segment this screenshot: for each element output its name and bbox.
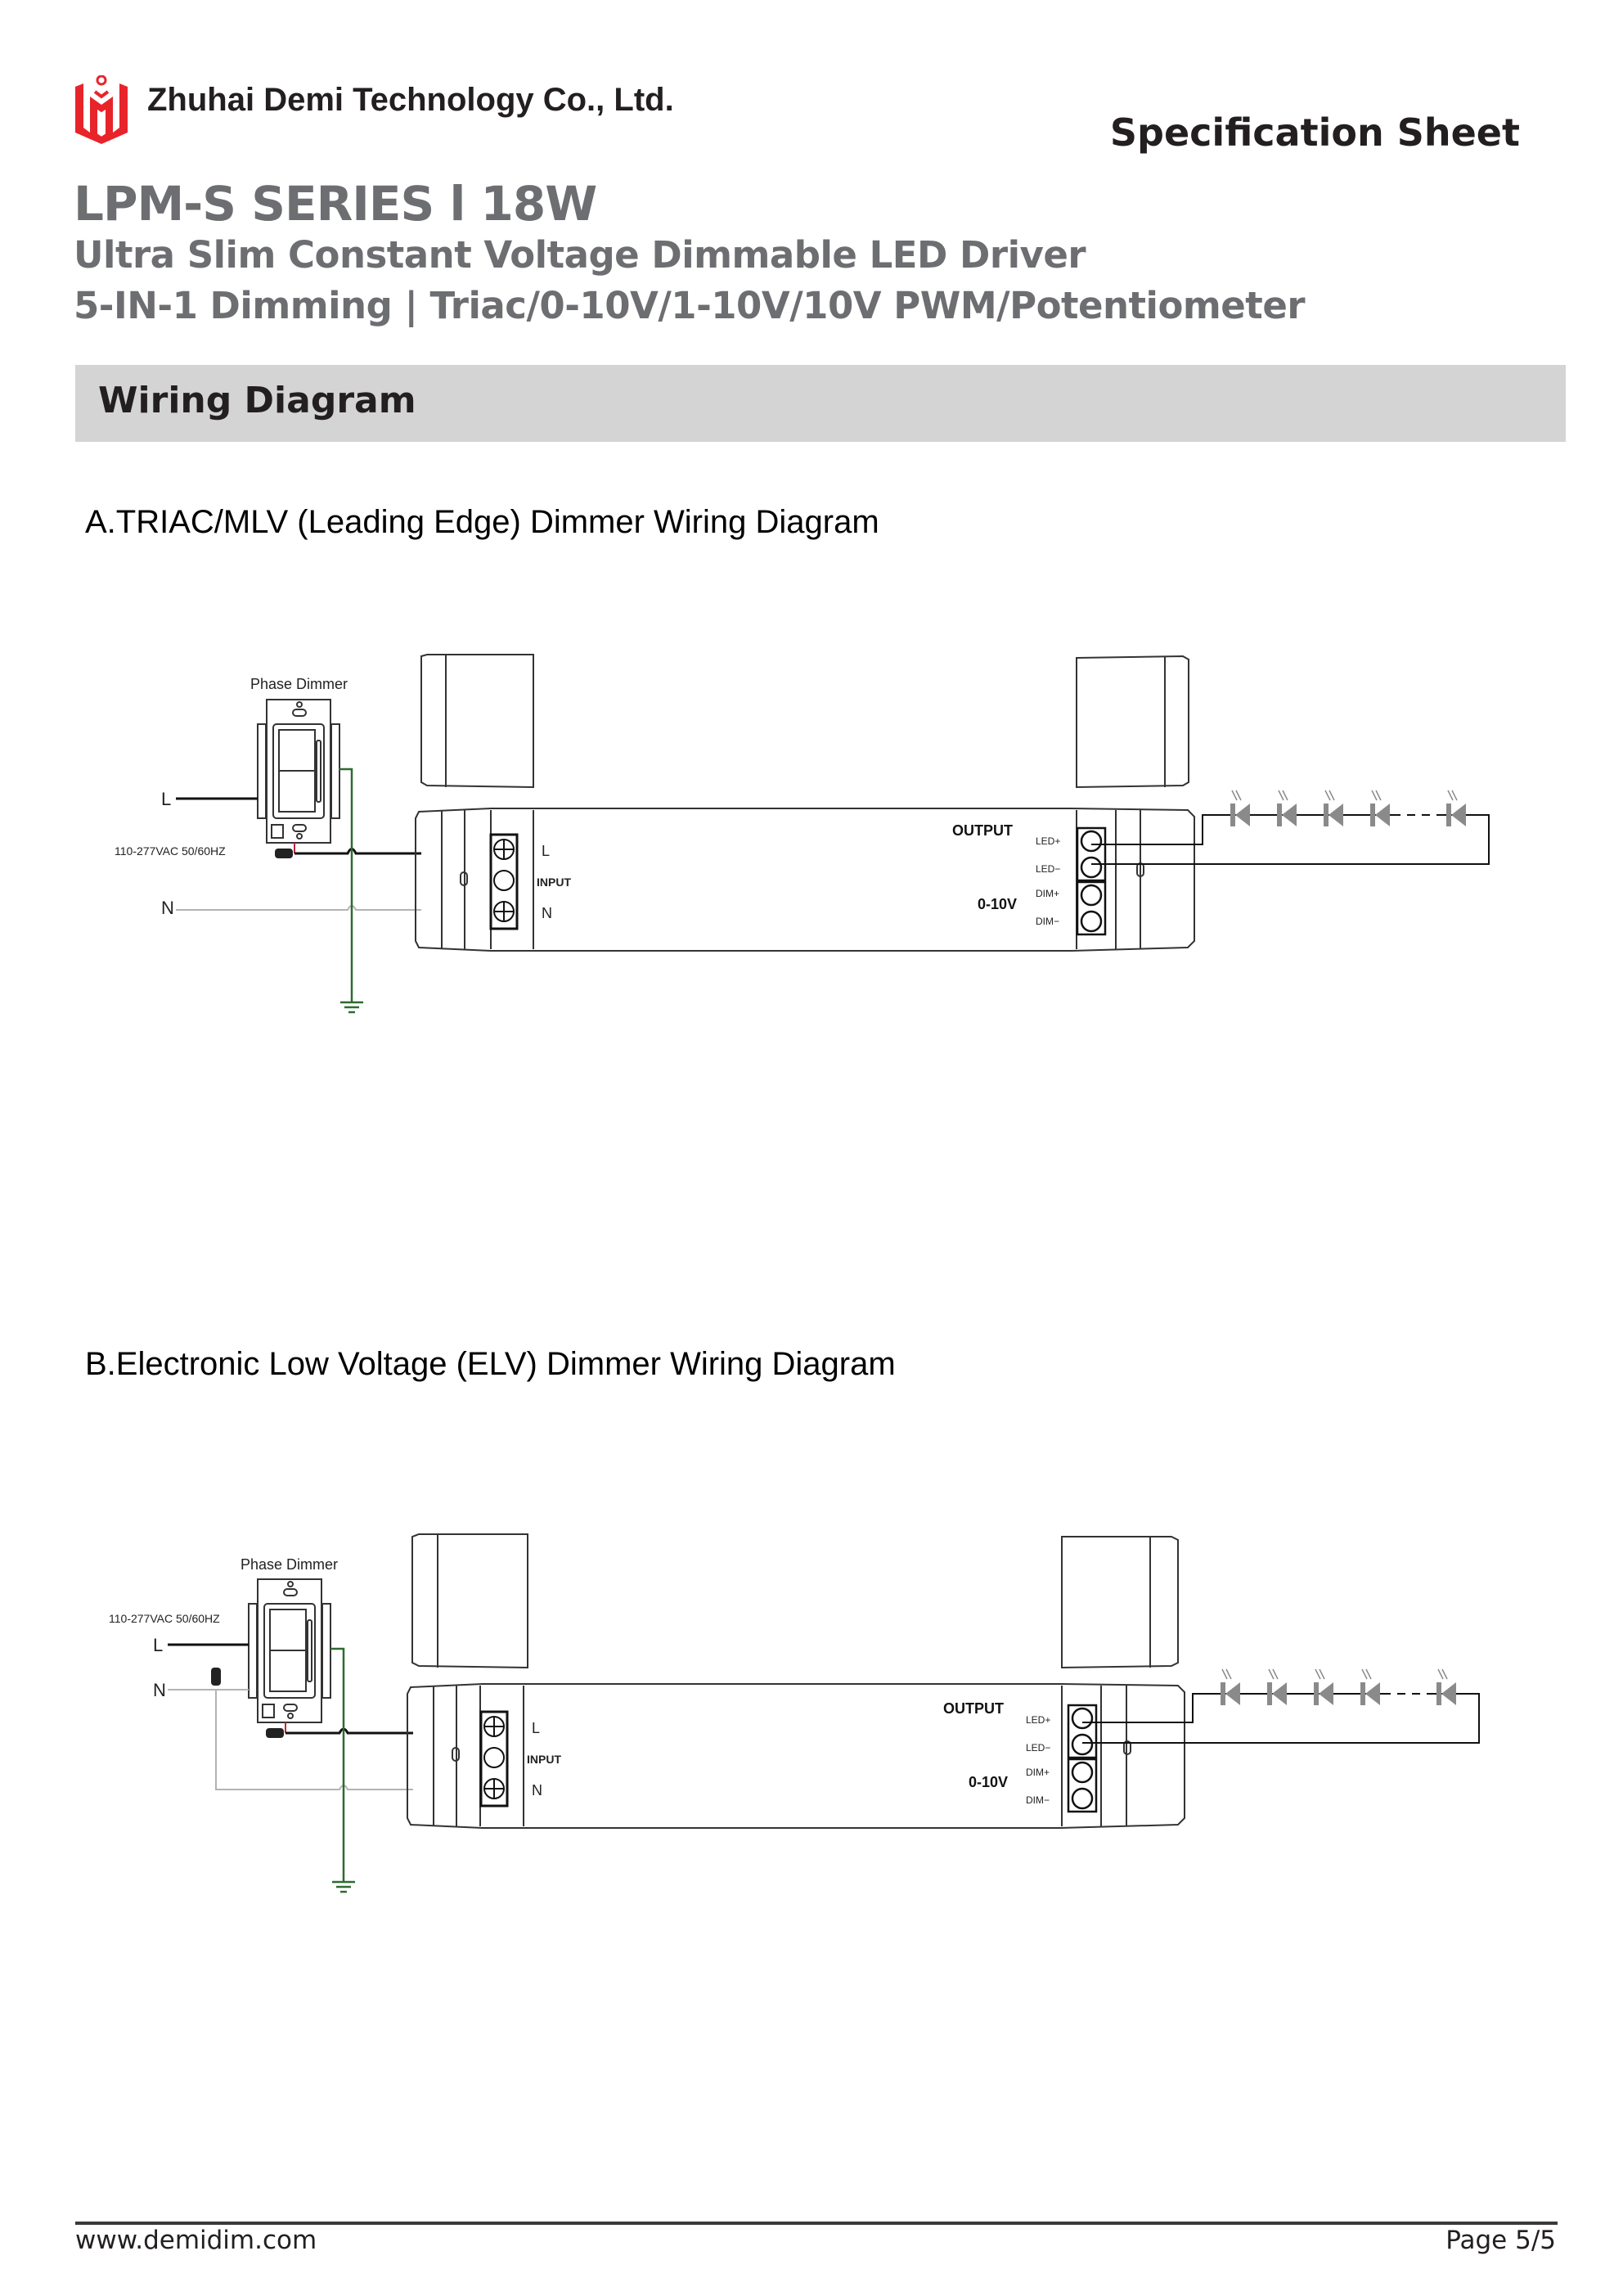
- terminal-led-plus: LED+: [1026, 1714, 1050, 1726]
- led-diode-icon: [1230, 790, 1250, 826]
- section-title: Wiring Diagram: [98, 380, 416, 421]
- line-label: L: [153, 1635, 163, 1655]
- diagram-a: Phase Dimmer L 110-277VAC 50/60HZ N: [115, 654, 1490, 1014]
- led-diode-icon: [1314, 1668, 1333, 1705]
- led-diode-icon: [1446, 790, 1466, 826]
- phase-dimmer-icon: [257, 699, 340, 844]
- input-terminal-block: [489, 833, 519, 930]
- output-terminal-block: [1067, 1704, 1098, 1813]
- driver-end-cap-left: [420, 654, 534, 789]
- dimmer-label: Phase Dimmer: [241, 1556, 338, 1573]
- driver-end-cap-right: [1061, 1536, 1179, 1669]
- terminal-dim-minus: DIM−: [1026, 1794, 1050, 1806]
- ground-icon: [332, 1880, 355, 1893]
- led-string-wire: [1091, 814, 1490, 865]
- driver-end-cap-left: [411, 1533, 528, 1669]
- section-header-bar: [75, 365, 1566, 442]
- dimmed-hot-wire: [294, 848, 421, 855]
- ground-icon: [340, 1001, 363, 1014]
- dim-type-label: 0-10V: [969, 1774, 1008, 1790]
- output-label: OUTPUT: [952, 822, 1013, 839]
- neutral-return-wire: [215, 1690, 413, 1790]
- neutral-label: N: [153, 1680, 166, 1700]
- terminal-dim-plus: DIM+: [1036, 888, 1059, 899]
- supply-label: 110-277VAC 50/60HZ: [109, 1612, 220, 1625]
- dimmed-hot-wire: [285, 1727, 413, 1735]
- led-diode-icon: [1267, 1668, 1287, 1705]
- ground-wire: [330, 1647, 345, 1882]
- led-diode-icon: [1436, 1668, 1456, 1705]
- terminal-led-minus: LED−: [1026, 1742, 1050, 1754]
- led-diode-icon: [1221, 1668, 1240, 1705]
- neutral-label: N: [161, 898, 174, 918]
- terminal-led-plus: LED+: [1036, 835, 1060, 847]
- led-diode-icon: [1360, 1668, 1380, 1705]
- dimmer-label: Phase Dimmer: [250, 676, 348, 692]
- footer-page-number: Page 5/5: [1445, 2226, 1556, 2255]
- input-label: INPUT: [527, 1753, 561, 1766]
- driver-end-cap-right: [1076, 655, 1189, 789]
- document-type: Specification Sheet: [1109, 110, 1520, 155]
- led-string-wire: [1082, 1693, 1480, 1744]
- output-terminal-block: [1076, 826, 1107, 936]
- terminal-dim-plus: DIM+: [1026, 1767, 1050, 1778]
- dim-type-label: 0-10V: [978, 896, 1017, 912]
- wire-nut-icon: [275, 849, 293, 858]
- footer-website[interactable]: www.demidim.com: [75, 2226, 317, 2255]
- diagram-b: Phase Dimmer 110-277VAC 50/60HZ L N: [109, 1533, 1480, 1893]
- line-label: L: [161, 789, 171, 809]
- terminal-dim-minus: DIM−: [1036, 916, 1059, 927]
- output-label: OUTPUT: [943, 1700, 1004, 1717]
- input-l-label: L: [532, 1720, 540, 1736]
- footer-divider: [75, 2222, 1558, 2225]
- led-diode-icon: [1370, 790, 1390, 826]
- ground-wire: [339, 768, 353, 1002]
- wire-nut-icon: [211, 1668, 221, 1686]
- product-subtitle: Ultra Slim Constant Voltage Dimmable LED…: [74, 233, 1086, 277]
- led-diode-icon: [1277, 790, 1297, 826]
- terminal-screw-empty: [493, 870, 515, 891]
- input-n-label: N: [542, 905, 552, 921]
- phase-dimmer-icon: [248, 1578, 331, 1723]
- input-l-label: L: [542, 843, 550, 859]
- neutral-wire: [176, 905, 421, 911]
- product-series: LPM-S SERIES l 18W: [74, 176, 597, 232]
- terminal-led-minus: LED−: [1036, 863, 1060, 875]
- demi-logo-icon: [75, 75, 128, 144]
- input-label: INPUT: [537, 876, 571, 889]
- terminal-screw-empty: [483, 1747, 505, 1768]
- led-diode-icon: [1324, 790, 1343, 826]
- diagram-b-title: B.Electronic Low Voltage (ELV) Dimmer Wi…: [85, 1346, 896, 1382]
- input-n-label: N: [532, 1782, 542, 1799]
- diagram-a-title: A.TRIAC/MLV (Leading Edge) Dimmer Wiring…: [85, 504, 879, 540]
- dimming-modes: 5-IN-1 Dimming | Triac/0-10V/1-10V/10V P…: [74, 284, 1306, 327]
- input-terminal-block: [479, 1710, 509, 1808]
- supply-label: 110-277VAC 50/60HZ: [115, 844, 226, 858]
- wire-nut-icon: [266, 1728, 284, 1738]
- company-name: Zhuhai Demi Technology Co., Ltd.: [147, 82, 674, 118]
